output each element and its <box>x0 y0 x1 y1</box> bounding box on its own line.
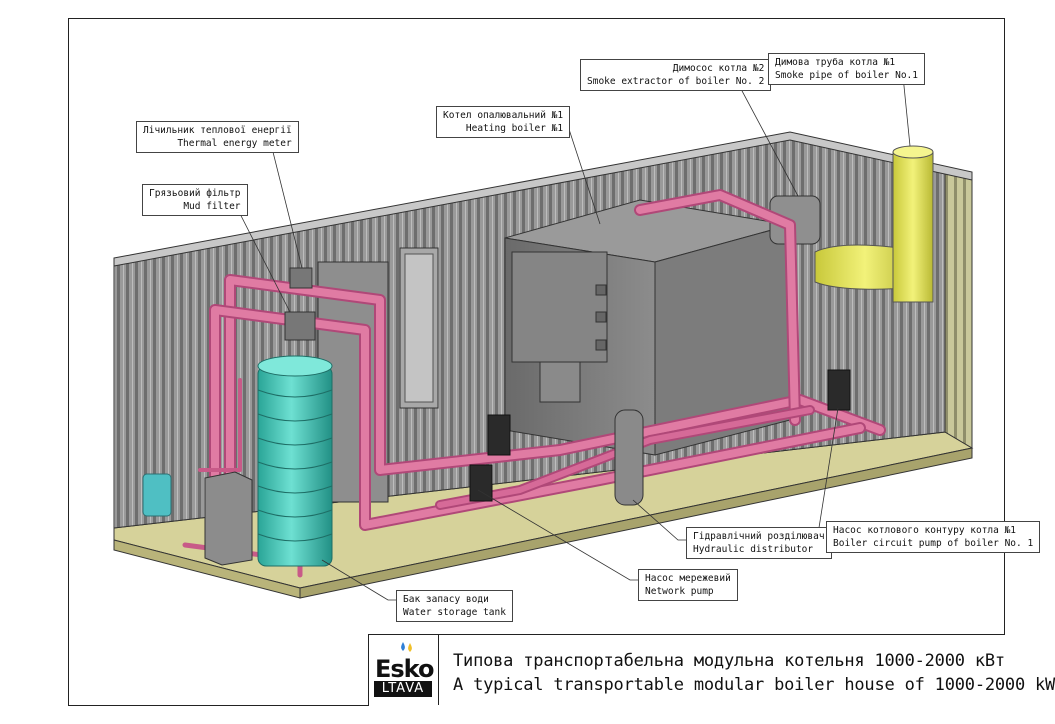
callout-uk: Лічильник теплової енергії <box>143 125 292 136</box>
company-logo: Esko LTAVA <box>369 635 439 705</box>
callout-en: Mud filter <box>183 201 241 212</box>
callout-uk: Димосос котла №2 <box>672 63 765 74</box>
boiler-house-illustration <box>113 65 974 601</box>
expansion-unit <box>204 471 253 566</box>
callout-en: Heating boiler №1 <box>465 123 564 134</box>
water-filter <box>142 473 172 517</box>
boiler-circuit-pump <box>827 369 851 411</box>
callout-uk: Котел опалювальний №1 <box>443 110 564 121</box>
callout-uk: Насос мережевий <box>645 573 731 584</box>
callout-smoke-pipe: Димова труба котла №1 Smoke pipe of boil… <box>768 53 925 85</box>
container-top-rail <box>113 131 973 267</box>
logo-text-bottom: LTAVA <box>374 681 432 697</box>
callout-uk: Насос котлового контуру котла №1 <box>833 525 1017 536</box>
logo-drops-icon <box>401 642 412 652</box>
callout-uk: Бак запасу води <box>403 594 489 605</box>
callout-thermal-energy-meter: Лічильник теплової енергії Thermal energ… <box>136 121 299 153</box>
callout-water-storage-tank: Бак запасу води Water storage tank <box>396 590 513 622</box>
callout-hydraulic-distributor: Гідравлічний розділювач Hydraulic distri… <box>686 527 832 559</box>
mud-filter <box>284 311 316 341</box>
network-pump-2 <box>469 464 493 502</box>
callout-en: Thermal energy meter <box>177 138 292 149</box>
callout-en: Network pump <box>645 586 714 597</box>
network-pump <box>487 414 511 456</box>
callout-en: Smoke extractor of boiler No. 2 <box>587 76 765 87</box>
smoke-pipe-vertical <box>892 151 934 303</box>
hydraulic-distributor <box>614 409 644 506</box>
callout-en: Boiler circuit pump of boiler No. 1 <box>833 538 1034 549</box>
callout-network-pump: Насос мережевий Network pump <box>638 569 738 601</box>
callout-en: Water storage tank <box>403 607 506 618</box>
title-block: Esko LTAVA Типова транспортабельна модул… <box>368 634 1055 706</box>
callout-mud-filter: Грязьовий фільтр Mud filter <box>142 184 248 216</box>
callout-uk: Димова труба котла №1 <box>775 57 896 68</box>
callout-en: Hydraulic distributor <box>693 544 814 555</box>
logo-text-top: Esko <box>375 655 434 683</box>
callout-heating-boiler: Котел опалювальний №1 Heating boiler №1 <box>436 106 571 138</box>
callout-en: Smoke pipe of boiler No.1 <box>775 70 918 81</box>
callout-boiler-circuit-pump: Насос котлового контуру котла №1 Boiler … <box>826 521 1041 553</box>
drawing-title-en: A typical transportable modular boiler h… <box>453 675 1055 695</box>
callout-uk: Гідравлічний розділювач <box>693 531 825 542</box>
thermal-energy-meter <box>289 267 313 289</box>
drawing-title-uk: Типова транспортабельна модульна котельн… <box>453 651 1005 671</box>
callout-uk: Грязьовий фільтр <box>149 188 241 199</box>
floor-edge-right <box>299 447 973 599</box>
callout-smoke-extractor: Димосос котла №2 Smoke extractor of boil… <box>580 59 772 91</box>
